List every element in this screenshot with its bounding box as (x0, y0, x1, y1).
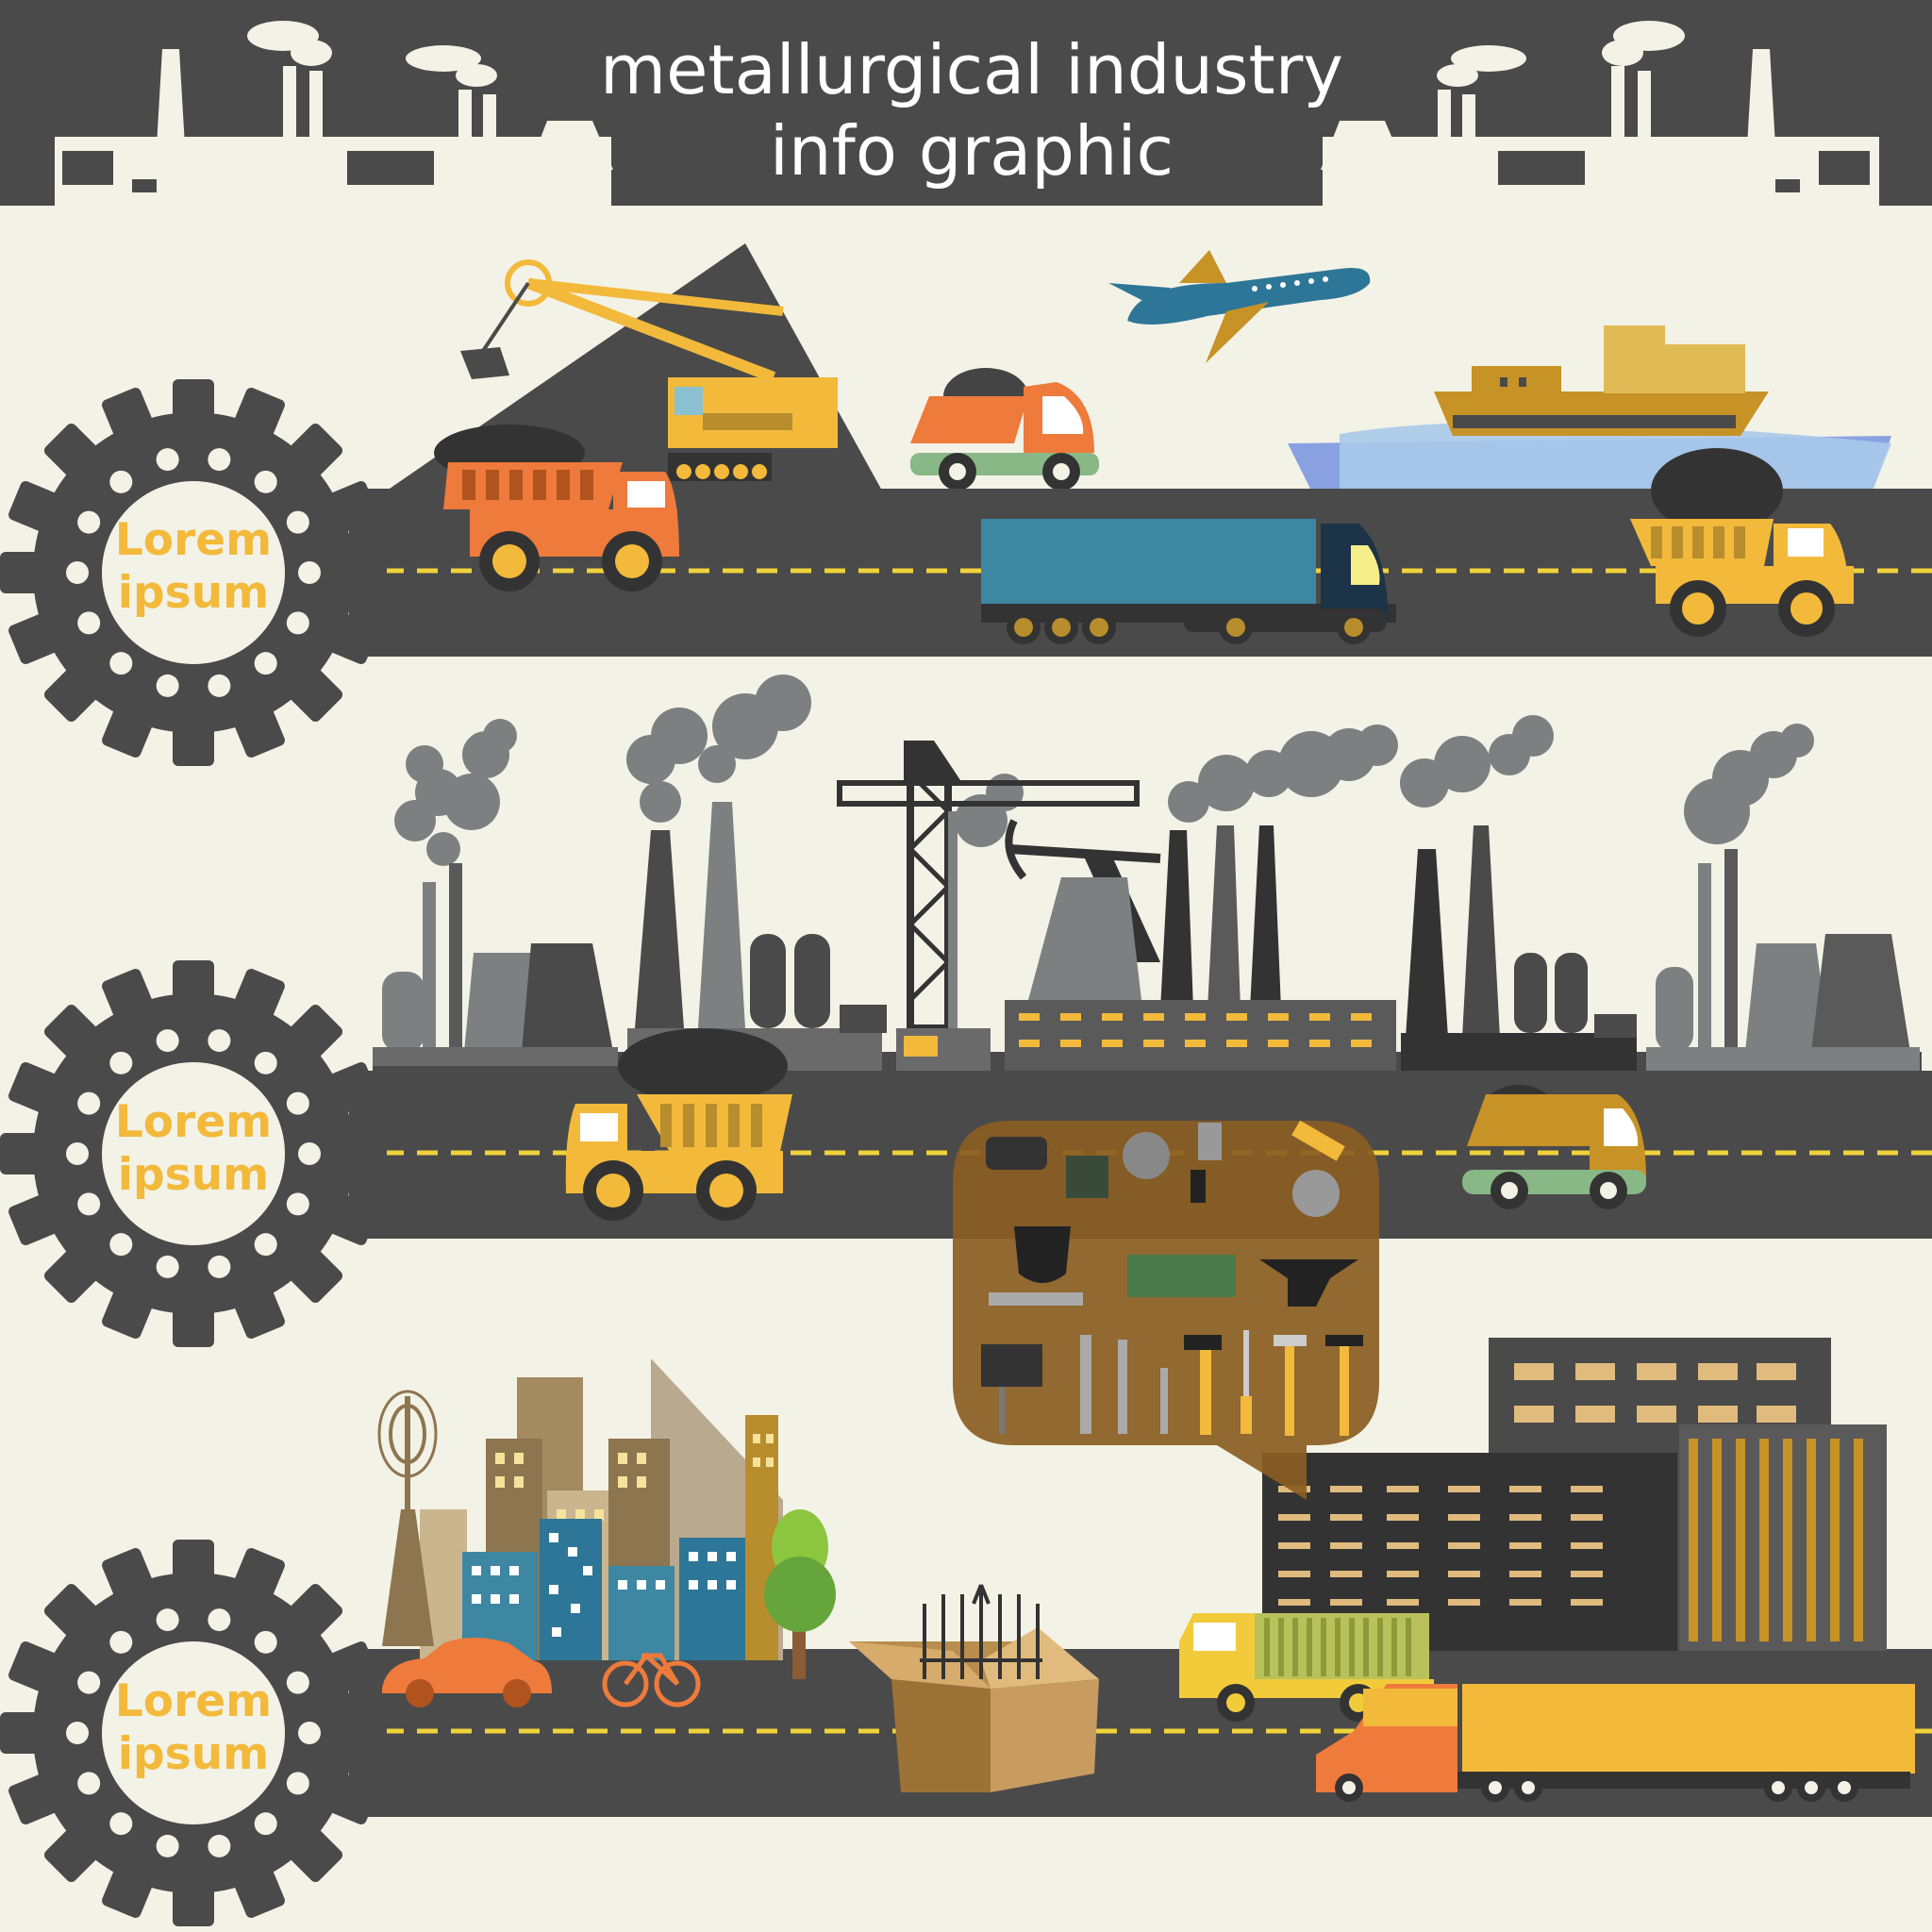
gear-hole (156, 1608, 179, 1632)
gear-2 (0, 960, 387, 1347)
gear-hole (109, 652, 133, 675)
airplane (1108, 250, 1371, 363)
title-line-2: info graphic (769, 111, 1174, 191)
header-factory-right (1321, 21, 1879, 206)
gear-center (102, 1641, 285, 1824)
gear-hole (77, 1772, 101, 1795)
gear-hole (286, 611, 309, 635)
plant-buildings (373, 741, 1920, 1071)
gear-hole (254, 652, 277, 675)
gear-hole (109, 1051, 133, 1074)
header-factory-left-windows (62, 151, 434, 192)
gear-hole (298, 1142, 321, 1165)
gear-hole (109, 1233, 133, 1257)
tool-icons (981, 1120, 1363, 1436)
gear-hole (208, 1834, 231, 1857)
title-line-1: metallurgical industry (600, 30, 1343, 109)
gear-hole (208, 1255, 231, 1278)
gear-hole (286, 1192, 309, 1216)
gear-1 (0, 379, 387, 766)
gear-label-2-line-2: ipsum (117, 1149, 270, 1201)
gear-hole (66, 1722, 89, 1744)
gear-center (102, 1062, 285, 1245)
gear-label-3: Lorem ipsum (90, 1675, 297, 1781)
gear-hole (77, 1671, 101, 1694)
gear-hole (208, 448, 231, 472)
gear-label-3-line-1: Lorem (114, 1675, 273, 1727)
orange-semi-truck (1316, 1684, 1915, 1802)
gear-label-1: Lorem ipsum (90, 514, 297, 620)
gear-hole (254, 1233, 277, 1257)
gear-label-2: Lorem ipsum (90, 1096, 297, 1202)
gear-hole (254, 1051, 277, 1074)
gear-hole (254, 1630, 277, 1654)
orange-dump-truck (910, 368, 1099, 491)
gear-label-1-line-1: Lorem (114, 514, 273, 566)
excavator (460, 259, 838, 481)
box-with-fence (849, 1584, 1099, 1792)
gear-3 (0, 1540, 387, 1926)
row-3-scene (377, 1338, 1915, 1802)
gear-hole (156, 674, 179, 697)
header-factory-right-windows (1498, 151, 1870, 192)
gear-hole (109, 1812, 133, 1836)
gear-hole (156, 448, 179, 472)
car-and-bike (382, 1638, 701, 1707)
gear-hole (208, 674, 231, 697)
gear-hole (286, 1772, 309, 1795)
header-factory-left (55, 21, 613, 206)
row-1-vehicles (434, 425, 1854, 644)
gear-hole (298, 1722, 321, 1744)
gear-hole (77, 1091, 101, 1115)
gears (0, 379, 387, 1926)
cargo-ship (1288, 325, 1891, 491)
gear-hole (66, 1142, 89, 1165)
row-2-scene (373, 675, 1922, 1071)
gear-hole (109, 1630, 133, 1654)
gear-label-1-line-2: ipsum (117, 567, 270, 619)
gear-label-3-line-2: ipsum (117, 1728, 270, 1780)
gear-hole (156, 1834, 179, 1857)
tools-panel (953, 1120, 1379, 1500)
row-2-vehicles (565, 1028, 1646, 1221)
gear-hole (208, 1029, 231, 1053)
header-bar (0, 0, 1932, 206)
gear-hole (156, 1255, 179, 1278)
gear-hole (298, 561, 321, 584)
gear-hole (208, 1608, 231, 1632)
gear-hole (254, 470, 277, 493)
gear-hole (66, 561, 89, 584)
gear-hole (156, 1029, 179, 1053)
gear-hole (77, 1192, 101, 1216)
gear-label-2-line-1: Lorem (114, 1096, 273, 1148)
gear-hole (286, 1671, 309, 1694)
gear-hole (286, 510, 309, 534)
gear-center (102, 481, 285, 664)
gear-hole (109, 470, 133, 493)
gear-hole (286, 1091, 309, 1115)
gear-hole (77, 510, 101, 534)
gear-hole (254, 1812, 277, 1836)
gear-hole (77, 611, 101, 635)
